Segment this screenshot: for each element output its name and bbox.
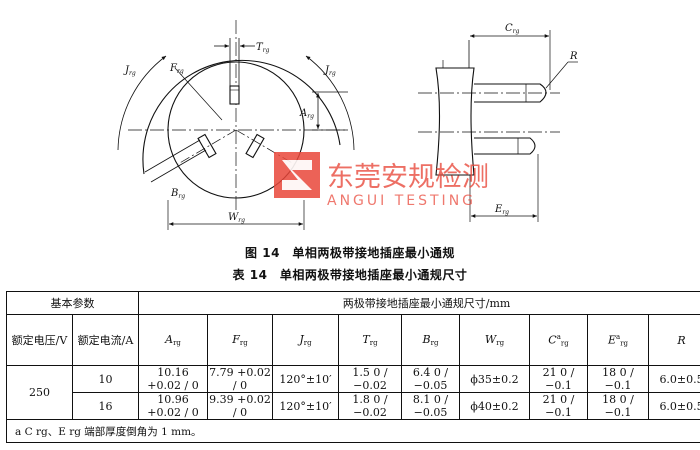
label-j-left: Jrg bbox=[123, 65, 136, 77]
watermark-logo bbox=[274, 152, 320, 198]
col-a: Arg bbox=[138, 314, 208, 366]
value-cell: 120°±10′ bbox=[272, 392, 339, 420]
col-w: Wrg bbox=[459, 314, 530, 366]
label-r: R bbox=[569, 51, 578, 62]
figure-caption: 图 14 单相两极带接地插座最小通规 bbox=[245, 246, 455, 260]
live-pin-side bbox=[474, 137, 536, 155]
label-j-right: Jrg bbox=[323, 65, 336, 77]
value-cell: 1.5 0 / −0.02 bbox=[338, 365, 402, 393]
col-t: Trg bbox=[338, 314, 402, 366]
current-cell: 16 bbox=[72, 392, 139, 420]
value-cell: 9.39 +0.02 / 0 bbox=[207, 392, 273, 420]
value-cell: 6.0±0.5 bbox=[647, 365, 700, 393]
rated-current-header: 额定电流/A bbox=[72, 314, 139, 366]
value-cell: 21 0 / −0.1 bbox=[529, 392, 588, 420]
live-pin-right bbox=[245, 133, 265, 159]
value-cell: 18 0 / −0.1 bbox=[587, 365, 649, 393]
watermark-title: 东莞安规检测 bbox=[327, 162, 489, 193]
voltage-cell: 250 bbox=[6, 365, 73, 420]
live-pin-left bbox=[197, 133, 217, 159]
rated-voltage-header: 额定电压/V bbox=[6, 314, 73, 366]
col-c: Carg bbox=[529, 314, 588, 366]
label-c: Crg bbox=[505, 23, 520, 35]
label-a: Arg bbox=[299, 108, 314, 120]
label-b: Brg bbox=[170, 188, 185, 200]
value-cell: ϕ40±0.2 bbox=[459, 392, 530, 420]
col-f: Frg bbox=[207, 314, 273, 366]
watermark: 东莞安规检测 ANGUI TESTING bbox=[274, 152, 489, 209]
value-cell: 18 0 / −0.1 bbox=[587, 392, 649, 420]
col-j: Jrg bbox=[272, 314, 339, 366]
value-cell: 8.1 0 / −0.05 bbox=[401, 392, 460, 420]
table-footnote: a C rg、E rg 端部厚度倒角为 1 mm。 bbox=[5, 419, 700, 443]
value-cell: 120°±10′ bbox=[272, 365, 339, 393]
col-e: Earg bbox=[587, 314, 649, 366]
label-e: Erg bbox=[494, 204, 509, 216]
value-cell: 21 0 / −0.1 bbox=[529, 365, 588, 393]
value-cell: 10.96 +0.02 / 0 bbox=[138, 392, 208, 420]
table-row: 250 10 10.16 +0.02 / 0 7.79 +0.02 / 0 12… bbox=[6, 365, 700, 420]
label-w: Wrg bbox=[228, 212, 245, 224]
gauge-body bbox=[435, 67, 475, 176]
table-row: 16 10.96 +0.02 / 0 9.39 +0.02 / 0 120°±1… bbox=[7, 392, 700, 420]
value-cell: 1.8 0 / −0.02 bbox=[338, 392, 402, 420]
col-b: Brg bbox=[401, 314, 460, 366]
col-r: R bbox=[647, 314, 700, 366]
label-t: Trg bbox=[256, 42, 270, 54]
dims-header: 两极带接地插座最小通规尺寸/mm bbox=[137, 291, 700, 315]
side-view bbox=[418, 30, 578, 222]
value-cell: 7.79 +0.02 / 0 bbox=[207, 365, 273, 393]
value-cell: 6.4 0 / −0.05 bbox=[401, 365, 460, 393]
value-cell: 10.16 +0.02 / 0 bbox=[138, 365, 208, 393]
value-cell: 6.0±0.5 bbox=[647, 392, 700, 420]
value-cell: ϕ35±0.2 bbox=[459, 365, 530, 393]
basic-params-header: 基本参数 bbox=[6, 291, 139, 315]
watermark-subtitle: ANGUI TESTING bbox=[327, 193, 476, 209]
outer-circle bbox=[142, 59, 341, 175]
label-f: Frg bbox=[169, 63, 184, 75]
gauge-drawing: Trg Frg Jrg Jrg Arg Brg Wrg Crg R bbox=[117, 20, 578, 230]
dimensions-table: 基本参数 两极带接地插座最小通规尺寸/mm 额定电压/V 额定电流/A Arg … bbox=[5, 291, 700, 443]
table-caption: 表 14 单相两极带接地插座最小通规尺寸 bbox=[232, 268, 468, 282]
front-view bbox=[117, 20, 355, 230]
current-cell: 10 bbox=[72, 365, 139, 393]
earth-pin bbox=[229, 85, 240, 105]
